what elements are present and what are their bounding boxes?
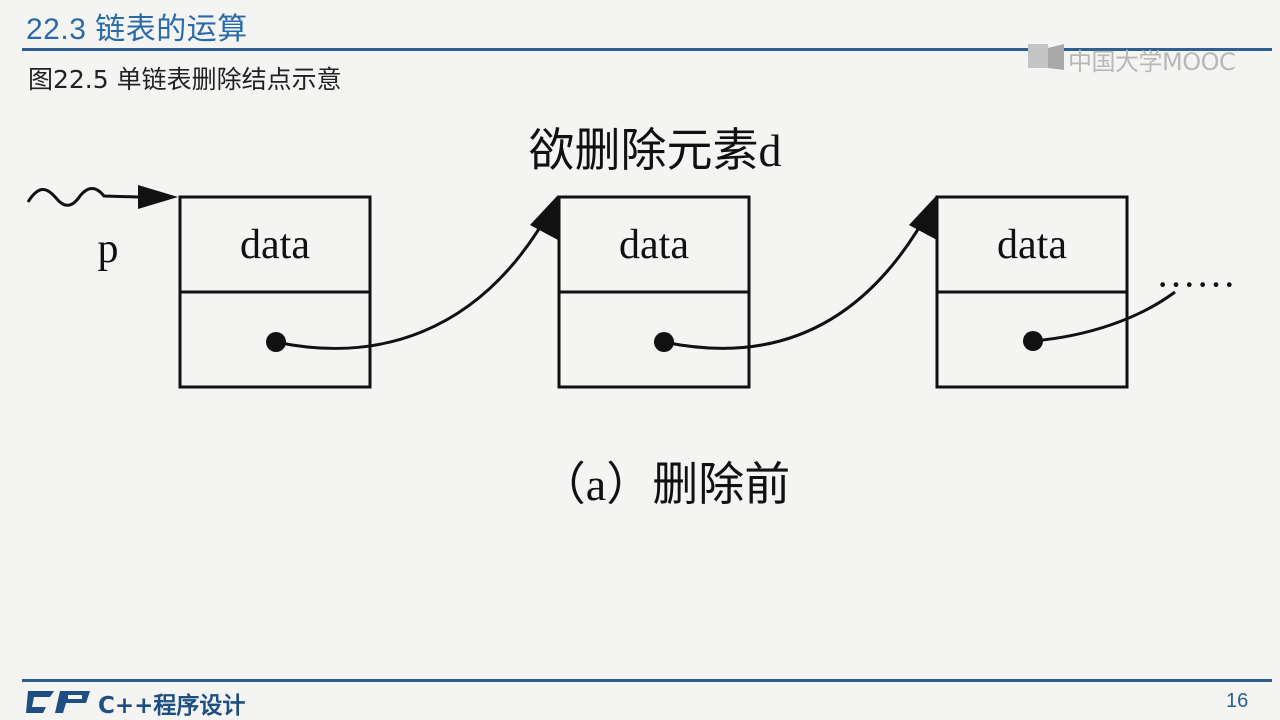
course-title: C++程序设计 bbox=[98, 693, 246, 719]
continuation-dots: ······ bbox=[1156, 262, 1236, 307]
pointer-arrowhead-icon bbox=[138, 185, 178, 209]
course-logo-icon bbox=[26, 691, 90, 713]
pointer-label: p bbox=[98, 226, 119, 272]
list-node: data bbox=[178, 195, 372, 389]
footer-divider bbox=[22, 679, 1272, 682]
link-arrowhead-icon bbox=[909, 195, 937, 240]
mooc-logo-icon bbox=[1028, 44, 1064, 70]
node-data-label: data bbox=[997, 222, 1067, 268]
link-arrowhead-icon bbox=[530, 195, 558, 240]
list-node: data bbox=[935, 195, 1129, 389]
link-arrow-2-to-3 bbox=[663, 204, 934, 350]
node-data-label: data bbox=[619, 222, 689, 268]
list-node: data bbox=[557, 195, 751, 389]
mooc-watermark: 中国大学MOOC bbox=[1026, 40, 1256, 80]
head-pointer: p bbox=[26, 185, 178, 272]
slide-title: 22.3 链表的运算 bbox=[26, 13, 248, 46]
title-divider bbox=[22, 48, 1272, 51]
link-arrow-1-to-2 bbox=[275, 204, 555, 350]
diagram-subcaption: （a）删除前 bbox=[540, 459, 790, 510]
diagram-heading: 欲删除元素d bbox=[529, 125, 782, 176]
page-number: 16 bbox=[1226, 690, 1249, 712]
watermark-text: 中国大学MOOC bbox=[1068, 48, 1236, 76]
link-arrow-3-to-next bbox=[1032, 290, 1176, 343]
node-data-label: data bbox=[240, 222, 310, 268]
figure-caption: 图22.5 单链表删除结点示意 bbox=[28, 65, 342, 94]
